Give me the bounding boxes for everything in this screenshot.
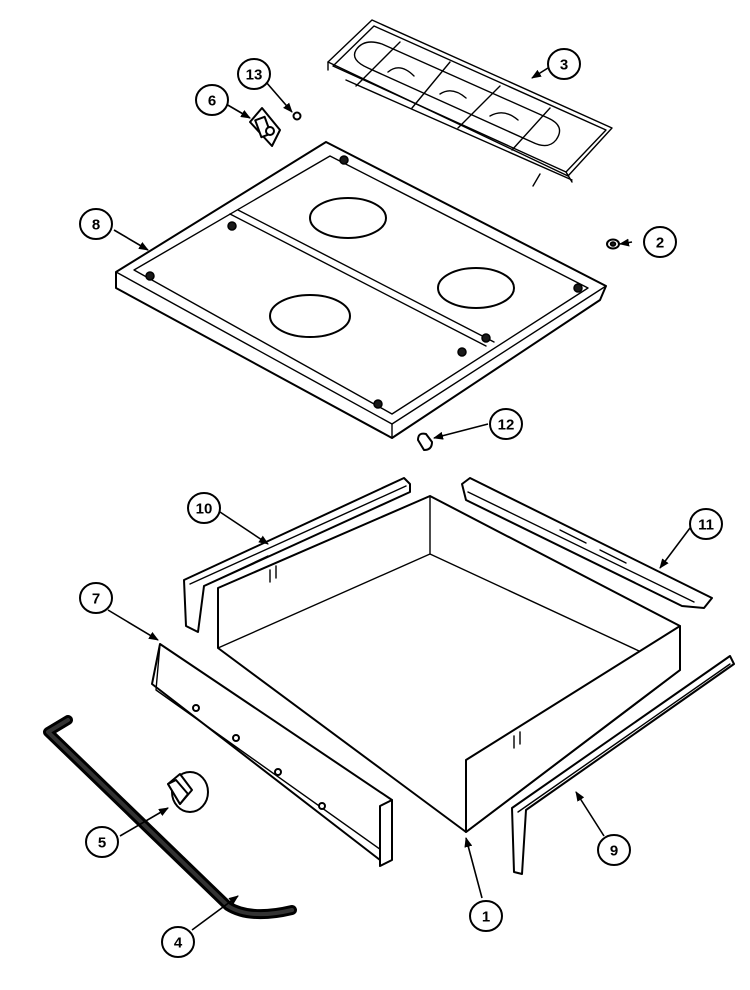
callouts: 13 6 3 8 2 12 10 11 <box>79 48 723 958</box>
svg-text:13: 13 <box>246 67 263 84</box>
right-side-trim <box>461 477 713 609</box>
callout-6: 6 <box>195 84 229 116</box>
callout-7: 7 <box>79 582 113 614</box>
svg-text:3: 3 <box>560 57 568 74</box>
svg-text:1: 1 <box>482 909 490 926</box>
left-side-trim <box>183 477 411 633</box>
plug-part <box>417 432 433 451</box>
svg-text:2: 2 <box>656 235 664 252</box>
control-knob <box>167 771 209 813</box>
callout-4: 4 <box>161 926 195 958</box>
svg-text:12: 12 <box>498 417 515 434</box>
svg-text:6: 6 <box>208 93 216 110</box>
callout-8: 8 <box>79 208 113 240</box>
cooktop <box>115 141 607 439</box>
callout-11: 11 <box>689 508 723 540</box>
svg-text:8: 8 <box>92 217 100 234</box>
nut-part <box>606 238 620 250</box>
svg-text:10: 10 <box>196 501 213 518</box>
leader-lines <box>107 67 691 931</box>
burner-grate <box>327 19 613 187</box>
callout-5: 5 <box>85 826 119 858</box>
svg-text:4: 4 <box>174 935 183 952</box>
callout-2: 2 <box>643 226 677 258</box>
svg-text:9: 9 <box>610 843 618 860</box>
svg-text:7: 7 <box>92 591 100 608</box>
callout-1: 1 <box>469 900 503 932</box>
callout-12: 12 <box>489 408 523 440</box>
screw-part <box>292 111 302 121</box>
drawer-handle <box>43 715 297 920</box>
callout-9: 9 <box>597 834 631 866</box>
bracket-part <box>249 107 281 147</box>
svg-text:5: 5 <box>98 835 106 852</box>
callout-10: 10 <box>187 492 221 524</box>
callout-3: 3 <box>547 48 581 80</box>
drawer-body <box>217 495 681 833</box>
svg-text:11: 11 <box>698 517 714 534</box>
drawer-front-panel <box>151 643 393 867</box>
callout-13: 13 <box>237 58 271 90</box>
drawer-rail <box>511 655 735 875</box>
